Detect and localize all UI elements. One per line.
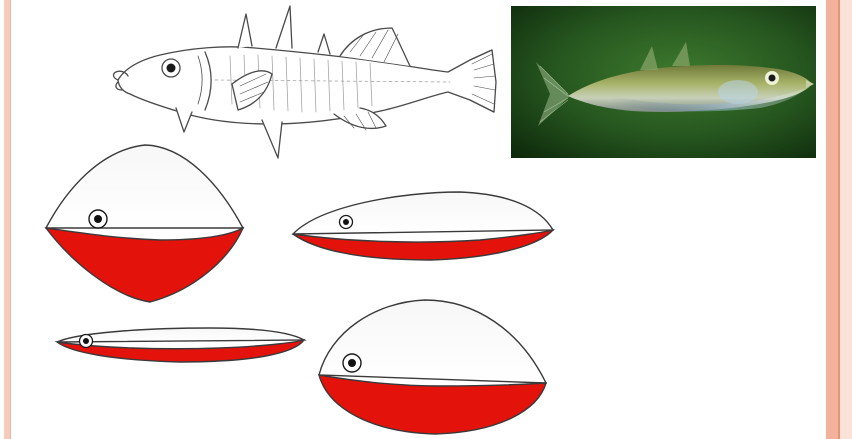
stickleback-photo-icon bbox=[511, 6, 816, 158]
deep-rounded-body-shape-icon bbox=[319, 300, 546, 434]
slender-elongated-body-shape-icon bbox=[293, 192, 553, 260]
very-slender-body-shape-icon bbox=[57, 328, 304, 362]
stickleback-line-drawing-icon bbox=[114, 6, 496, 158]
deep-diamond-body-shape-icon bbox=[46, 145, 243, 302]
